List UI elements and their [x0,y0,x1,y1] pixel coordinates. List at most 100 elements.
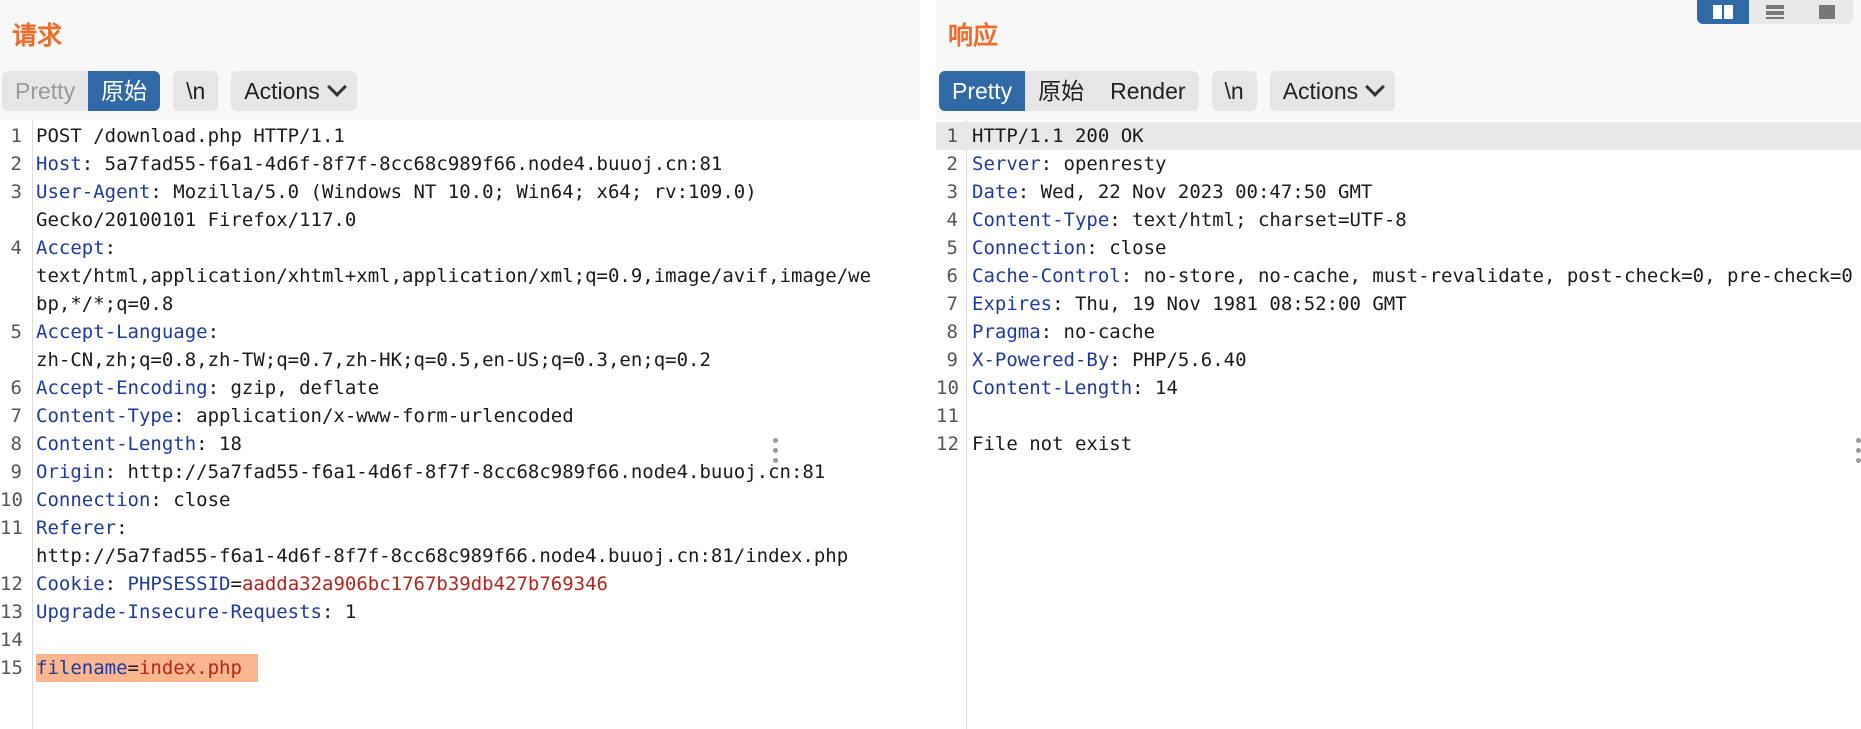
line-text: Referer: [36,514,128,542]
header-name: Date [972,181,1018,203]
line-text: Content-Type: text/html; charset=UTF-8 [972,206,1407,234]
line-text: Content-Type: application/x-www-form-url… [36,402,574,430]
code-line: 13 Upgrade-Insecure-Requests: 1 [0,598,920,626]
request-newline-toggle: \n [173,71,219,111]
code-line: 11 [936,402,1861,430]
line-text: Content-Length: 14 [972,374,1178,402]
header-value: : gzip, deflate [207,377,380,399]
line-number: 7 [946,293,958,315]
code-line: bp,*/*;q=0.8 [0,290,920,318]
header-value: : Thu, 19 Nov 1981 08:52:00 GMT [1052,293,1407,315]
line-number: 15 [0,657,23,679]
code-line: http://5a7fad55-f6a1-4d6f-8f7f-8cc68c989… [0,542,920,570]
response-toolbar: Pretty 原始 Render \n Actions [939,71,1408,111]
line-text: Upgrade-Insecure-Requests: 1 [36,598,356,626]
request-actions-menu: Actions [231,71,357,111]
param-name: filename [36,657,128,679]
header-name: Referer [36,517,117,539]
param-value: index.php [138,657,242,679]
line-text: Connection: close [972,234,1166,262]
line-number: 12 [0,573,23,595]
line-number: 12 [936,433,959,455]
cookie-value: aadda32a906bc1767b39db427b769346 [241,573,608,595]
header-name: Cookie [36,573,105,595]
header-value: : 18 [196,433,242,455]
line-number: 10 [936,377,959,399]
header-value: : application/x-www-form-urlencoded [173,405,574,427]
separator: = [127,657,139,679]
code-line: 15 filename=index.php [0,654,920,682]
code-line: 3 Date: Wed, 22 Nov 2023 00:47:50 GMT [936,178,1861,206]
header-name: Content-Length [36,433,197,455]
side-by-side-icon[interactable] [1697,0,1749,24]
actions-label: Actions [244,78,320,104]
tab-pretty[interactable]: Pretty [15,78,76,104]
line-number: 3 [946,181,958,203]
line-number: 2 [10,153,22,175]
header-value: : [116,517,128,539]
line-text: Host: 5a7fad55-f6a1-4d6f-8f7f-8cc68c989f… [36,150,722,178]
newline-button[interactable]: \n [1224,78,1244,104]
line-number: 1 [946,125,958,147]
line-number: 3 [10,181,22,203]
actions-button[interactable]: Actions [231,71,356,111]
stacked-icon[interactable] [1749,0,1801,24]
response-view-tabs: Pretty 原始 Render [939,71,1199,111]
line-number: 6 [946,265,958,287]
line-number: 11 [936,405,959,427]
separator: = [230,573,242,595]
line-number: 4 [10,237,22,259]
header-name: Server [972,153,1041,175]
tab-render[interactable]: Render [1110,78,1186,104]
header-name: Content-Type [36,405,174,427]
request-view-tabs: Pretty 原始 [2,71,161,111]
header-name: Pragma [972,321,1041,343]
line-number: 8 [946,321,958,343]
line-number: 13 [0,601,23,623]
line-text: Server: openresty [972,150,1166,178]
response-pane: 响应 Pretty 原始 Render \n Actions [936,0,1861,729]
newline-button[interactable]: \n [186,78,206,104]
line-number: 9 [10,461,22,483]
tab-raw[interactable]: 原始 [88,71,161,111]
tab-raw[interactable]: 原始 [1038,78,1085,104]
line-text: Connection: close [36,486,230,514]
single-pane-icon[interactable] [1801,0,1853,24]
tab-pretty[interactable]: Pretty [939,71,1026,111]
header-name: Connection [36,489,151,511]
header-value: : no-store, no-cache, must-revalidate, p… [1120,265,1853,287]
chevron-down-icon [326,77,347,97]
line-text: HTTP/1.1 200 OK [972,125,1144,147]
header-name: User-Agent [36,181,151,203]
line-text: Date: Wed, 22 Nov 2023 00:47:50 GMT [972,178,1372,206]
response-newline-toggle: \n [1211,71,1257,111]
line-text: X-Powered-By: PHP/5.6.40 [972,346,1247,374]
line-text: Cache-Control: no-store, no-cache, must-… [972,262,1853,290]
line-text: Content-Length: 18 [36,430,242,458]
line-number: 4 [946,209,958,231]
line-number: 11 [0,517,23,539]
pane-resize-handle[interactable] [773,438,779,468]
response-actions-menu: Actions [1269,71,1396,111]
header-name: Content-Length [972,377,1133,399]
actions-button[interactable]: Actions [1270,71,1395,111]
code-line: 10 Content-Length: 14 [936,374,1861,402]
response-title: 响应 [948,22,999,50]
pane-resize-handle[interactable] [1856,438,1861,468]
code-line: 2 Host: 5a7fad55-f6a1-4d6f-8f7f-8cc68c989… [0,150,920,178]
header-name: Accept-Language [36,321,208,343]
line-gutter [0,120,33,729]
header-name: Origin [36,461,105,483]
